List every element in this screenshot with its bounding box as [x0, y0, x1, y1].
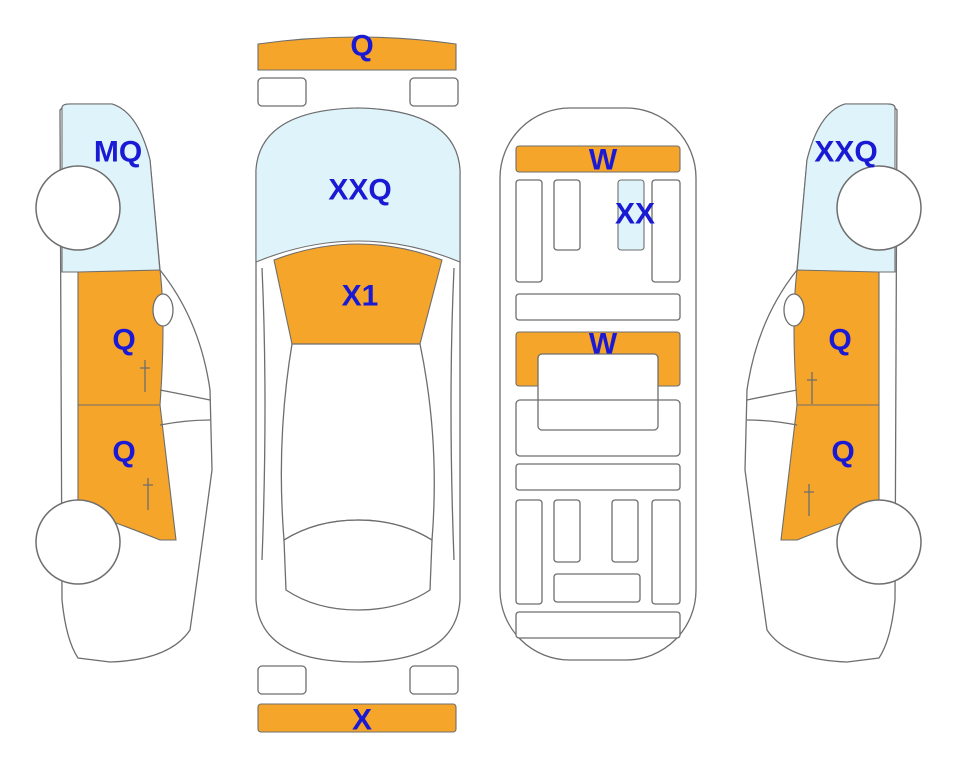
label-roof-front-panel: W — [589, 144, 618, 177]
rear-bumper-panel — [257, 703, 457, 733]
damage-labels: MQ Q Q Q XXQ X1 X W XX W XXQ Q Q — [94, 30, 878, 737]
label-sunroof: XX — [615, 198, 655, 231]
right-window-line — [746, 389, 798, 401]
right-door-handle-rear — [804, 484, 814, 516]
right-door-handle-front — [807, 372, 817, 404]
roof-right-rear-slot — [611, 499, 639, 563]
roof-middle-frame — [515, 399, 681, 457]
roof-left-rear-slot — [553, 499, 581, 563]
right-front-wheel — [836, 165, 922, 251]
label-left-windshield: MQ — [94, 136, 142, 169]
label-left-rear-door: Q — [112, 436, 135, 469]
top-view — [255, 36, 461, 733]
roof-center-panel — [537, 353, 659, 431]
left-side-view — [35, 103, 213, 663]
roof-rear-slot — [553, 573, 641, 603]
roof-left-front-slot — [553, 179, 581, 251]
front-headlight-left — [257, 77, 307, 107]
roof-front-crossbar — [515, 293, 681, 321]
label-left-front-door: Q — [112, 324, 135, 357]
label-front-windshield: XXQ — [328, 174, 391, 207]
hood-panel — [273, 243, 443, 345]
left-door-handle-rear — [143, 478, 153, 510]
left-window-line — [159, 389, 211, 401]
front-windshield-glass — [255, 107, 461, 263]
roof-front-panel — [515, 145, 681, 173]
roof-left-rear-rail — [515, 499, 543, 605]
rear-light-left — [257, 665, 307, 695]
front-headlight-right — [409, 77, 459, 107]
left-body-line — [159, 419, 211, 426]
rear-light-right — [409, 665, 459, 695]
label-rear-bumper: X — [352, 704, 372, 737]
right-mirror — [783, 293, 805, 327]
roof-view — [499, 107, 697, 661]
roof-right-front-rail — [651, 179, 681, 283]
roof-rear-crossbar — [515, 463, 681, 491]
roof-right-rear-rail — [651, 499, 681, 605]
label-front-bumper: Q — [350, 30, 373, 63]
left-rear-wheel — [35, 499, 121, 585]
top-right-side-line — [450, 267, 455, 561]
label-roof-middle-panel: W — [589, 328, 618, 361]
right-body-line — [746, 419, 798, 426]
top-rear-window — [283, 519, 433, 611]
label-right-front-door: Q — [828, 324, 851, 357]
left-front-wheel — [35, 165, 121, 251]
label-right-windshield: XXQ — [814, 136, 877, 169]
top-left-side-line — [261, 267, 266, 561]
front-bumper-panel — [257, 36, 457, 71]
label-right-rear-door: Q — [831, 436, 854, 469]
sunroof-glass — [617, 179, 645, 251]
label-hood: X1 — [342, 280, 379, 313]
left-door-handle-front — [140, 360, 150, 392]
roof-left-front-rail — [515, 179, 543, 283]
left-mirror — [152, 293, 174, 327]
right-side-view — [744, 103, 922, 663]
roof-rear-bar — [515, 611, 681, 639]
right-rear-wheel — [836, 499, 922, 585]
